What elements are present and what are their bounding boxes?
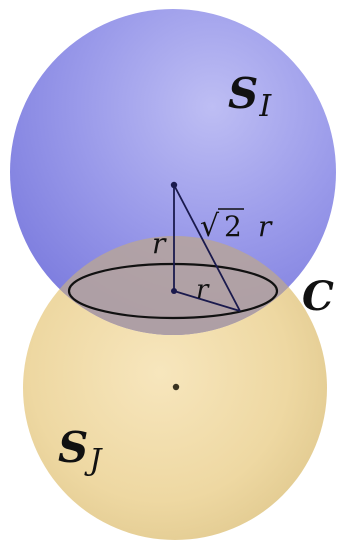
label-radius-horizontal: r <box>196 275 210 305</box>
intersection-circle-c <box>67 262 279 320</box>
hyp-number: 2 <box>224 210 242 243</box>
label-sphere-i: SI <box>228 69 272 124</box>
hyp-var: r <box>258 210 273 243</box>
hyp-radical-sign: √ <box>200 209 220 244</box>
center-dot-j <box>172 383 180 391</box>
label-radius-vertical: r <box>152 227 167 260</box>
sphere-i <box>10 9 336 335</box>
radius-line-horizontal <box>173 290 241 312</box>
label-circle-c: C <box>302 273 334 320</box>
overlap-region <box>23 236 327 335</box>
label-hypotenuse: √ 2 r <box>200 208 273 244</box>
hypotenuse-line <box>173 184 241 312</box>
